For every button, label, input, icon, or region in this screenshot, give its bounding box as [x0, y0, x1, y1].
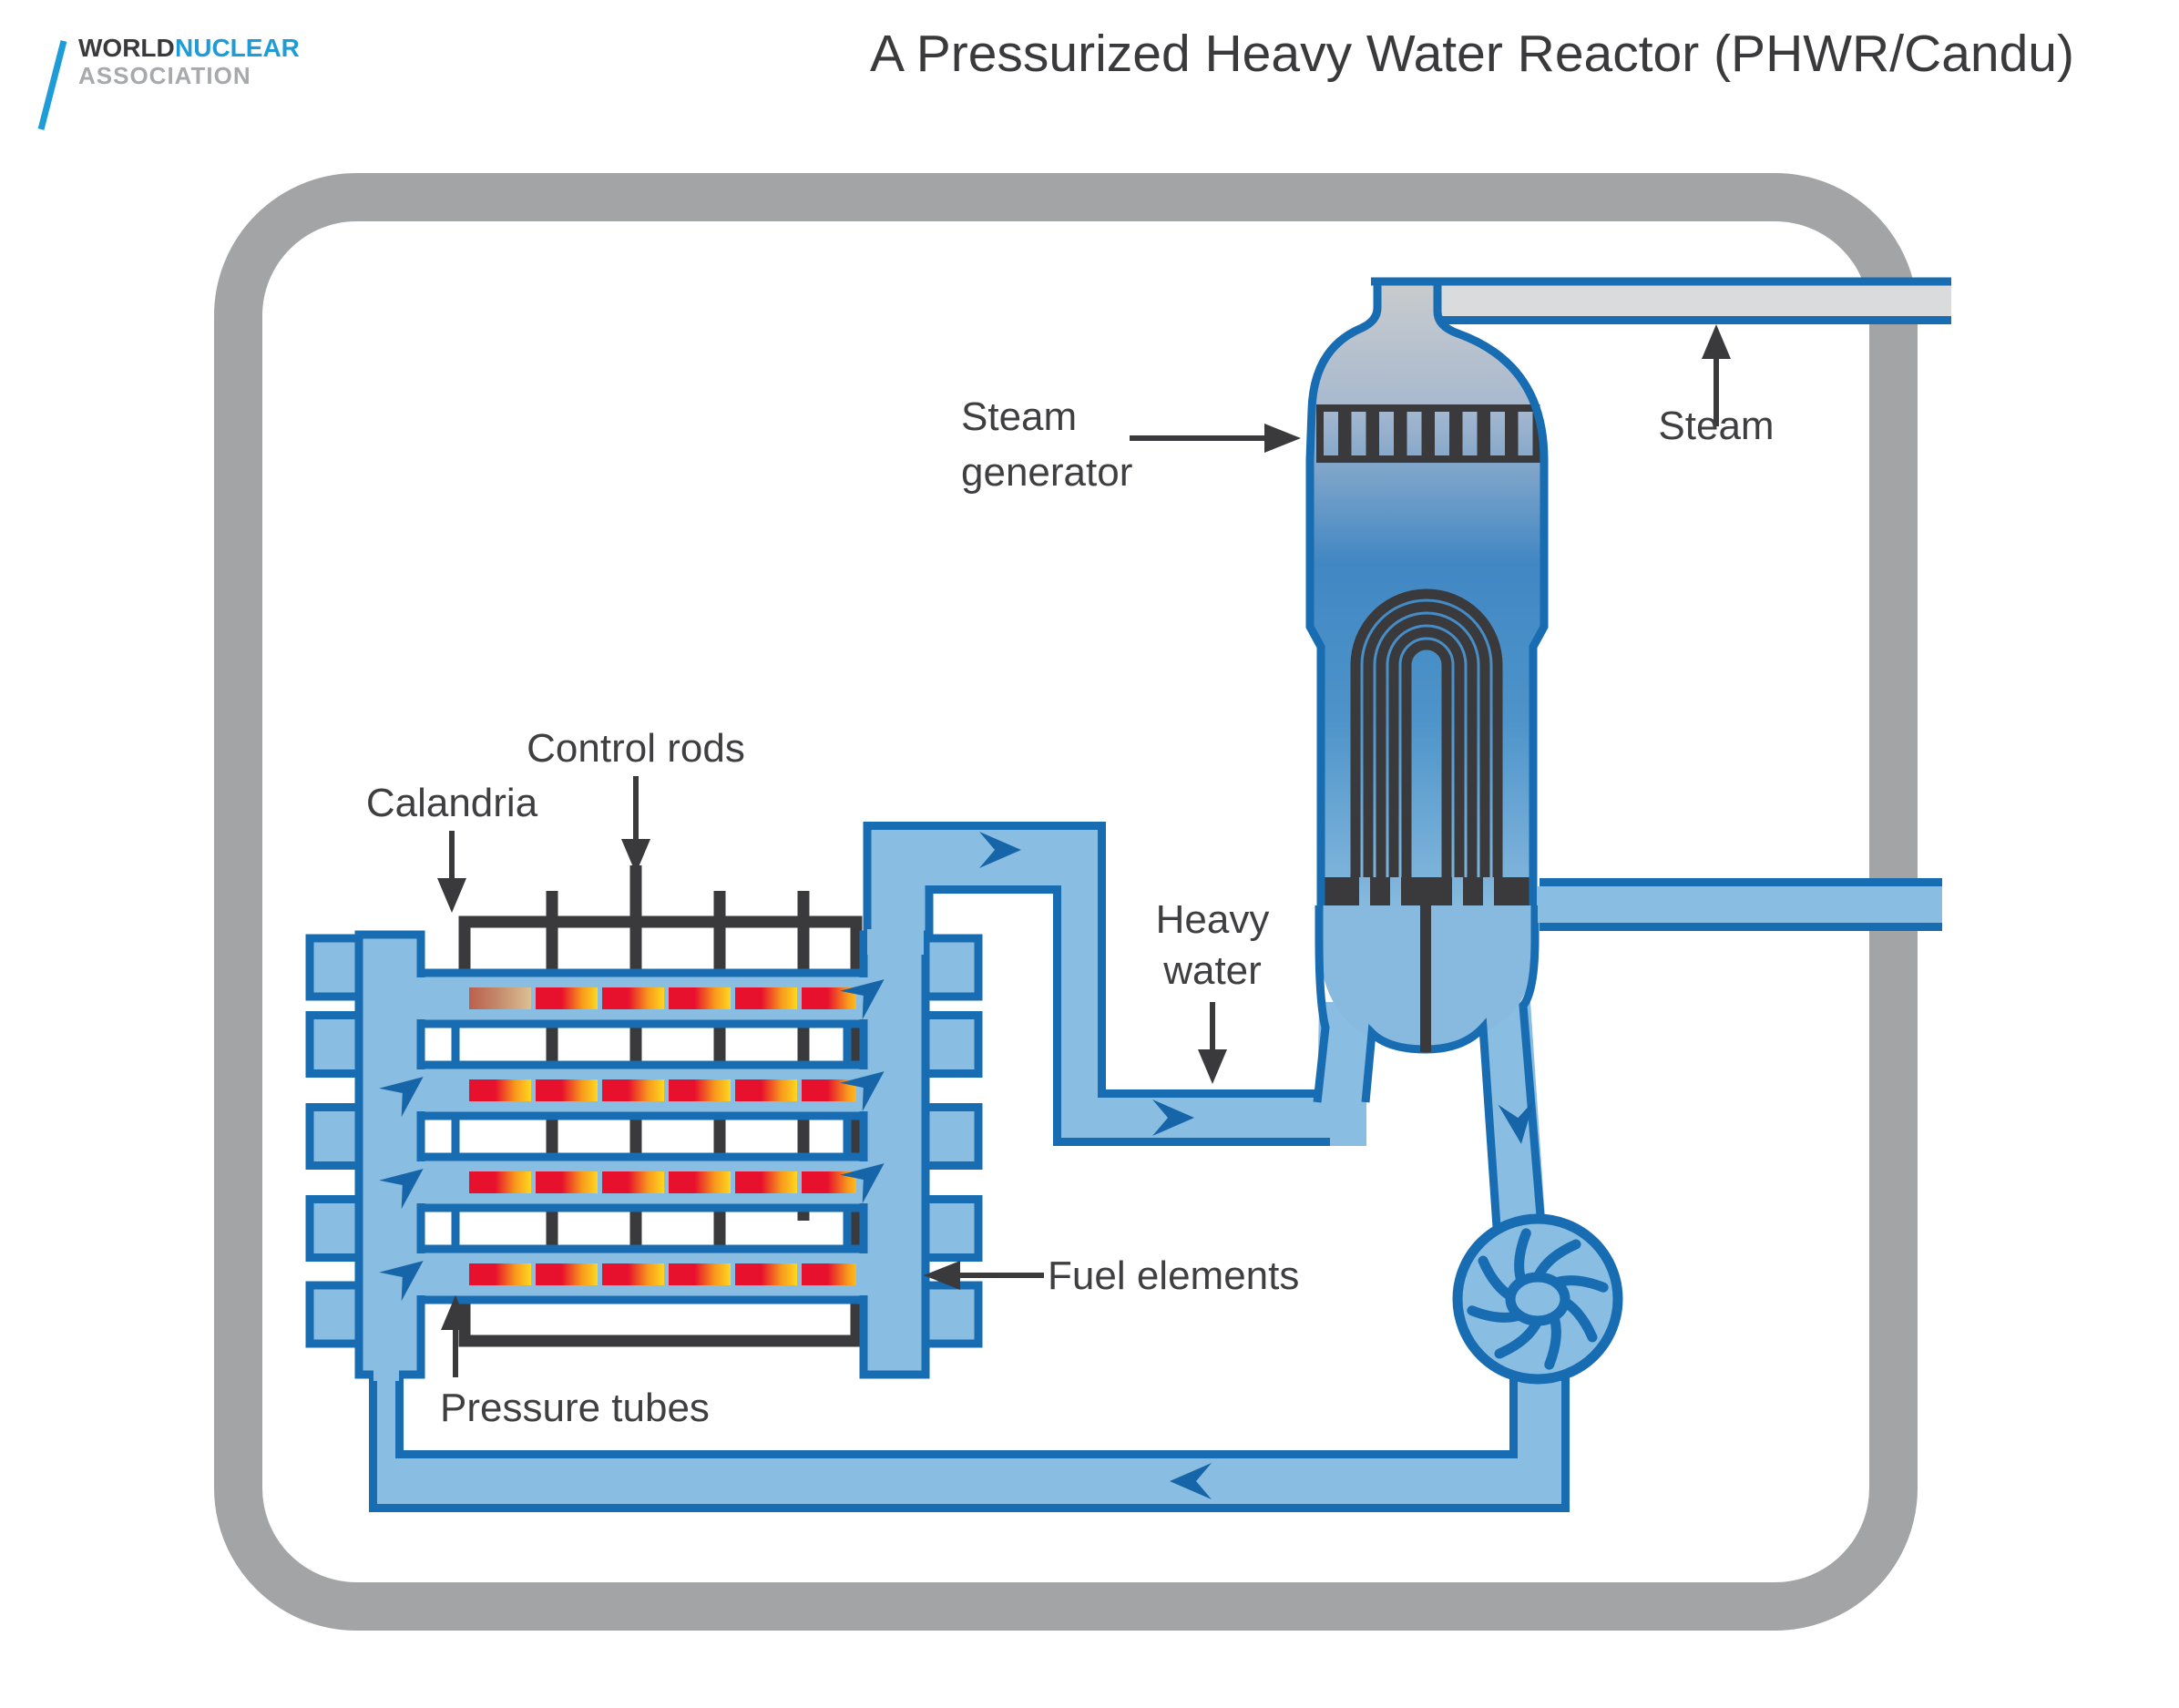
logo-world: WORLD	[78, 34, 175, 62]
sg-steam-separators	[1316, 404, 1540, 463]
calandria-label: Calandria	[366, 781, 538, 825]
steam-pipe-borders	[1371, 277, 1951, 324]
world-nuclear-association-logo: WORLD NUCLEAR ASSOCIATION	[37, 34, 300, 130]
heavy-water-label-line2: water	[1162, 948, 1262, 993]
pressure-tube-channels	[411, 968, 877, 1304]
fuel-elements-label: Fuel elements	[1048, 1253, 1299, 1298]
page-title: A Pressurized Heavy Water Reactor (PHWR/…	[870, 25, 2074, 83]
heavy-water-label-line1: Heavy	[1156, 897, 1270, 942]
heavy-water-cold-leg-pipe	[369, 1339, 1570, 1512]
logo-association: ASSOCIATION	[78, 62, 251, 89]
sg-tube-sheet	[1319, 877, 1535, 909]
steam-generator-label-line1: Steam	[961, 394, 1077, 439]
steam-arrow-icon	[1702, 324, 1731, 426]
fuel-bundles	[469, 987, 864, 1285]
control-rods-label: Control rods	[527, 726, 745, 771]
control-rods-arrow-icon	[621, 776, 650, 874]
steam-label: Steam	[1658, 404, 1774, 448]
pressure-tubes-arrow-icon	[441, 1295, 470, 1377]
steam-generator-arrow-icon	[1130, 424, 1301, 453]
pressure-tubes-label: Pressure tubes	[440, 1386, 710, 1430]
label-arrows	[437, 324, 1731, 1377]
fuel-elements-arrow-icon	[924, 1261, 1044, 1290]
coolant-pump	[1452, 1213, 1623, 1385]
sg-u-tubes	[1350, 588, 1503, 877]
logo-slash-icon	[37, 40, 67, 130]
calandria-tubes	[451, 1017, 852, 1256]
pump-impeller-icon	[1472, 1233, 1603, 1365]
steam-generator-vessel	[1305, 283, 1551, 1294]
steam-generator-label-line2: generator	[961, 450, 1132, 495]
heavy-water-hot-leg-pipe	[863, 822, 1366, 1146]
logo-nuclear: NUCLEAR	[175, 34, 300, 62]
heavy-water-arrow-icon	[1198, 1002, 1227, 1084]
feedwater-pipe	[1538, 878, 1942, 931]
steam-pipe	[1377, 283, 1951, 318]
calandria-arrow-icon	[437, 831, 466, 913]
